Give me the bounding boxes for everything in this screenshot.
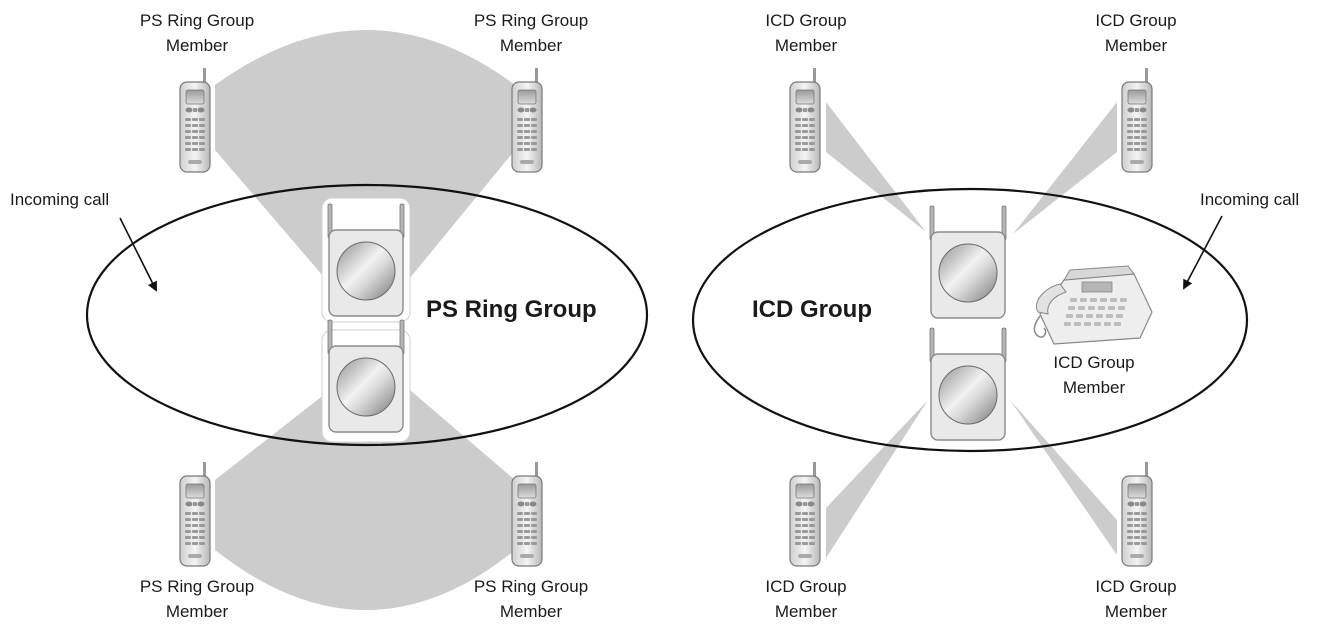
coverage-area-bottom xyxy=(215,390,515,610)
coverage-beam xyxy=(826,400,928,558)
coverage-beam xyxy=(826,102,926,232)
icd-group-diagram xyxy=(691,67,1249,567)
member-label: ICD Group Member xyxy=(765,11,847,55)
member-label: ICD Group Member xyxy=(1053,353,1135,397)
handset-icon xyxy=(179,67,211,173)
handset-icon xyxy=(1121,461,1153,567)
icd-group-area xyxy=(691,187,1249,453)
desk-phone-icon xyxy=(1033,265,1153,345)
handset-icon xyxy=(789,67,821,173)
incoming-call-arrow xyxy=(1183,215,1223,290)
handset-icon xyxy=(511,67,543,173)
coverage-area-top xyxy=(215,30,515,290)
coverage-beam xyxy=(1010,400,1117,555)
member-label: PS Ring Group Member xyxy=(473,577,589,621)
incoming-call-label: Incoming call xyxy=(1200,190,1300,209)
coverage-beam xyxy=(1013,102,1117,234)
incoming-call-label: Incoming call xyxy=(10,190,110,209)
member-label: ICD Group Member xyxy=(1095,577,1177,621)
member-label: PS Ring Group Member xyxy=(473,11,589,55)
incoming-call-arrow xyxy=(119,217,157,292)
cell-station-icon xyxy=(929,205,1007,319)
handset-icon xyxy=(179,461,211,567)
group-title: PS Ring Group xyxy=(426,296,597,323)
member-label: PS Ring Group Member xyxy=(139,11,255,55)
handset-icon xyxy=(511,461,543,567)
handset-icon xyxy=(789,461,821,567)
ps-ring-group-diagram xyxy=(85,30,649,610)
member-label: ICD Group Member xyxy=(1095,11,1177,55)
member-label: PS Ring Group Member xyxy=(139,577,255,621)
cell-station-icon xyxy=(929,327,1007,441)
member-label: ICD Group Member xyxy=(765,577,847,621)
group-title: ICD Group xyxy=(752,296,872,323)
ps-ring-group-area xyxy=(85,183,649,447)
handset-icon xyxy=(1121,67,1153,173)
